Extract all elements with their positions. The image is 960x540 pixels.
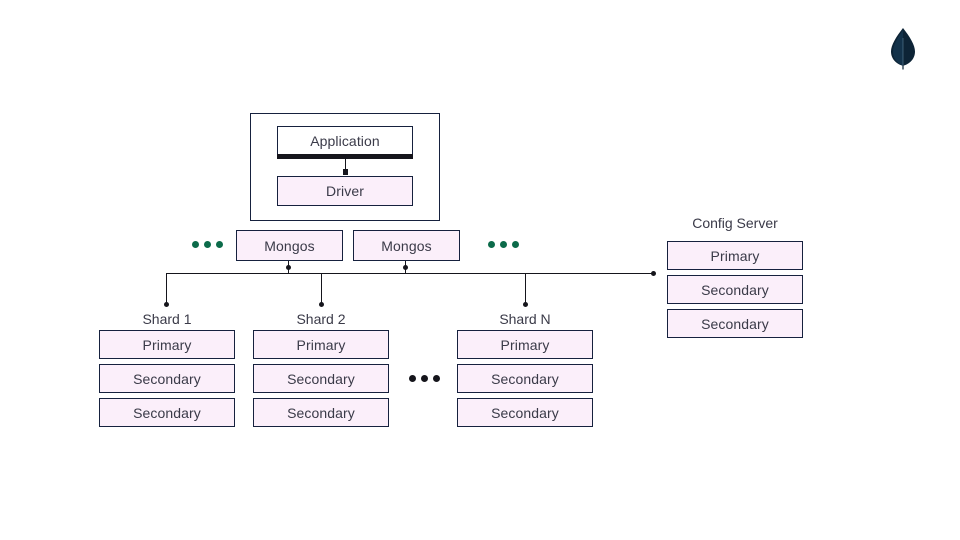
mongodb-leaf-icon (885, 26, 921, 70)
config-server-member-secondary-2-label: Secondary (701, 315, 769, 332)
shard-1-member-primary[interactable]: Primary (99, 330, 235, 359)
routers-right-ellipsis (488, 241, 519, 248)
shard-1-drop-dot (164, 302, 169, 307)
shard-n-title: Shard N (499, 311, 551, 327)
config-server-member-secondary-2[interactable]: Secondary (667, 309, 803, 338)
config-server-title: Config Server (692, 215, 778, 231)
shard-2-member-primary[interactable]: Primary (253, 330, 389, 359)
cluster-bus-line (166, 273, 655, 275)
shard-1-member-secondary-1-label: Secondary (133, 370, 201, 387)
shard-2-member-secondary-1[interactable]: Secondary (253, 364, 389, 393)
mongos-label-1: Mongos (264, 237, 315, 254)
shard-2-member-secondary-2[interactable]: Secondary (253, 398, 389, 427)
mongos-1-bus-dot (286, 265, 291, 270)
mongos-label-2: Mongos (381, 237, 432, 254)
shard-n-member-primary-label: Primary (500, 336, 550, 353)
mongos-node-1[interactable]: Mongos (236, 230, 343, 261)
config-server-member-primary[interactable]: Primary (667, 241, 803, 270)
shard-n-member-primary[interactable]: Primary (457, 330, 593, 359)
shard-1-drop-line (166, 273, 168, 305)
shard-n-member-secondary-2[interactable]: Secondary (457, 398, 593, 427)
shard-2-member-primary-label: Primary (296, 336, 346, 353)
shard-2-title: Shard 2 (296, 311, 346, 327)
shard-n-drop-dot (523, 302, 528, 307)
config-server-member-secondary-1[interactable]: Secondary (667, 275, 803, 304)
shard-1-member-secondary-2[interactable]: Secondary (99, 398, 235, 427)
mongos-node-2[interactable]: Mongos (353, 230, 460, 261)
shard-n-drop-line (525, 273, 527, 305)
shard-2-member-secondary-1-label: Secondary (287, 370, 355, 387)
driver-node[interactable]: Driver (277, 176, 413, 206)
shard-1-member-secondary-1[interactable]: Secondary (99, 364, 235, 393)
shard-n-member-secondary-1[interactable]: Secondary (457, 364, 593, 393)
shard-2-drop-dot (319, 302, 324, 307)
shards-between-ellipsis (409, 375, 440, 382)
shard-2-drop-line (321, 273, 323, 305)
config-server-member-secondary-1-label: Secondary (701, 281, 769, 298)
driver-label: Driver (326, 183, 364, 199)
application-underbar (277, 154, 413, 159)
application-node[interactable]: Application (277, 126, 413, 156)
application-driver-connector (345, 159, 347, 172)
shard-n-member-secondary-2-label: Secondary (491, 404, 559, 421)
routers-left-ellipsis (192, 241, 223, 248)
shard-1-title: Shard 1 (142, 311, 192, 327)
shard-1-member-secondary-2-label: Secondary (133, 404, 201, 421)
mongos-2-bus-dot (403, 265, 408, 270)
shard-2-member-secondary-2-label: Secondary (287, 404, 355, 421)
config-server-bus-dot (651, 271, 656, 276)
application-driver-connector-dot (343, 169, 348, 175)
shard-1-member-primary-label: Primary (142, 336, 192, 353)
config-server-member-primary-label: Primary (710, 247, 760, 264)
application-label: Application (310, 133, 380, 149)
shard-n-member-secondary-1-label: Secondary (491, 370, 559, 387)
